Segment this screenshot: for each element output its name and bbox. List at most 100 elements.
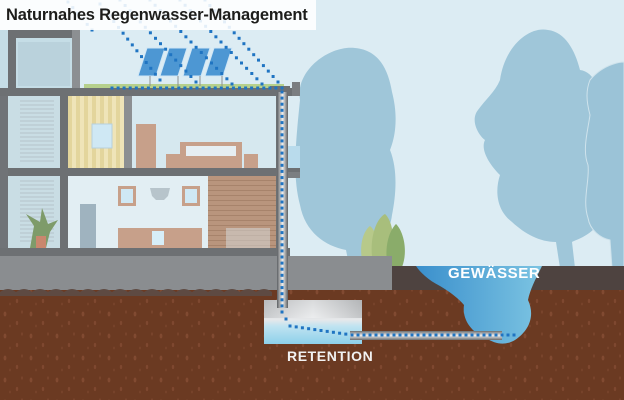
drain-flow-dot — [470, 333, 474, 337]
rain-line-dot — [189, 75, 193, 78]
drain-flow-dot — [512, 333, 516, 337]
downpipe-dot — [280, 273, 284, 277]
rain-line-dot — [135, 49, 139, 53]
downpipe-dot — [280, 169, 284, 173]
gutter-dot — [159, 86, 163, 90]
gutter-dot — [146, 86, 150, 90]
gutter-dot — [183, 86, 187, 90]
retention-label: RETENTION — [287, 348, 374, 364]
downpipe-dot — [280, 218, 284, 222]
downpipe-dot — [280, 127, 284, 131]
drain-flow-dot — [488, 333, 492, 337]
rain-line-dot — [261, 64, 265, 68]
drain-flow-dot — [482, 333, 486, 337]
gutter-dot — [231, 86, 235, 90]
gutter-dot — [207, 86, 211, 90]
gutter-dot — [268, 86, 272, 90]
drain-flow-dot — [494, 333, 498, 337]
downpipe-dot — [280, 96, 284, 100]
drain-flow-dot — [476, 333, 480, 337]
gutter-dot — [134, 86, 138, 90]
rain-line-dot — [144, 61, 148, 64]
rain-line-dot — [194, 45, 198, 49]
downpipe-dot — [280, 108, 284, 112]
downpipe-dot — [280, 249, 284, 253]
drain-flow-dot — [428, 333, 432, 337]
tank-flow-dot — [294, 325, 298, 329]
downpipe-dot — [280, 279, 284, 283]
rain-line-dot — [225, 77, 229, 81]
downpipe-dot — [280, 163, 284, 167]
downpipe-dot — [280, 182, 284, 186]
downpipe-dot — [280, 121, 284, 125]
gutter-dot — [238, 86, 241, 90]
gutter-dot — [189, 86, 193, 90]
drain-flow-dot — [392, 333, 396, 337]
rain-line-dot — [215, 66, 219, 70]
rain-line-dot — [237, 36, 241, 40]
tank-flow-dot — [325, 329, 329, 333]
rain-line-dot — [130, 43, 134, 47]
rain-line-dot — [232, 31, 236, 35]
gutter-dot — [195, 86, 199, 90]
solar-panels — [137, 47, 233, 86]
rain-line-dot — [247, 47, 251, 51]
gutter-dot — [274, 86, 278, 90]
drain-flow-dot — [422, 333, 426, 337]
drain-flow-dot — [350, 333, 354, 337]
gutter-dot — [280, 86, 284, 90]
gutter-dot — [122, 86, 126, 90]
rain-line-dot — [148, 31, 152, 35]
gutter-dot — [201, 86, 205, 90]
rain-line-dot — [179, 30, 183, 33]
downpipe-dot — [280, 188, 284, 192]
drain-flow-dot — [464, 333, 468, 337]
gutter-dot — [225, 86, 229, 90]
rain-line-dot — [214, 35, 218, 39]
gutter-dot — [262, 86, 266, 90]
gutter-dot — [219, 86, 223, 90]
gutter-dot — [116, 86, 120, 90]
rain-line-dot — [220, 72, 224, 75]
rain-line-dot — [245, 66, 249, 70]
rain-line-dot — [90, 28, 94, 32]
rain-line-dot — [184, 69, 188, 73]
tank-flow-dot — [280, 310, 284, 314]
downpipe-dot — [280, 157, 284, 161]
gutter-dot — [213, 86, 217, 90]
gutter-dot — [128, 86, 132, 90]
rain-line-dot — [210, 61, 213, 65]
downpipe-dot — [280, 102, 284, 106]
rain-line-dot — [234, 56, 238, 60]
drain-flow-dot — [416, 333, 420, 337]
rain-line-dot — [184, 35, 188, 39]
rain-line-dot — [255, 77, 259, 81]
downpipe-dot — [280, 224, 284, 228]
rain-line-dot — [257, 58, 260, 62]
gutter-dot — [171, 86, 175, 90]
rain-line-dot — [209, 30, 213, 33]
gutter-dot — [165, 86, 169, 90]
downpipe-dot — [280, 176, 284, 180]
gutter-dot — [250, 86, 254, 90]
drain-flow-dot — [356, 333, 360, 337]
downpipe-dot — [280, 267, 284, 271]
downpipe-dot — [280, 145, 284, 149]
gutter-dot — [110, 86, 114, 90]
downpipe-dot — [280, 286, 284, 290]
gutter-dot — [177, 86, 181, 90]
downpipe-dot — [280, 292, 284, 296]
rain-line-dot — [158, 78, 162, 82]
downpipe-dot — [280, 231, 284, 235]
rain-line-dot — [121, 31, 125, 35]
downpipe-dot — [280, 133, 284, 137]
drain-flow-dot — [398, 333, 402, 337]
tank-flow-dot — [300, 326, 304, 330]
drain-flow-dot — [410, 333, 414, 337]
rain-line-dot — [240, 61, 243, 65]
tank-flow-dot — [284, 317, 288, 321]
drain-flow-dot — [452, 333, 456, 337]
rain-line-dot — [204, 56, 208, 60]
rain-line-dot — [242, 42, 246, 46]
